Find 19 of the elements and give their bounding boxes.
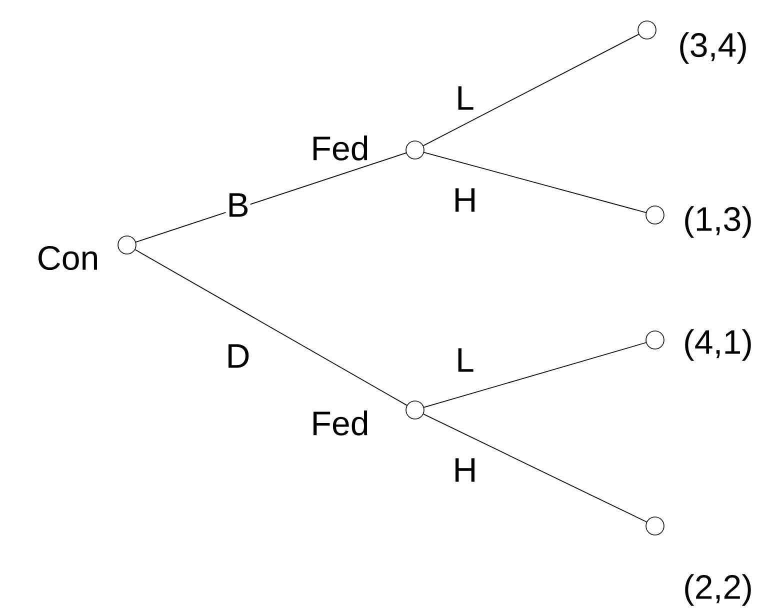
branch-line bbox=[134, 249, 408, 406]
branch-line bbox=[424, 342, 646, 408]
edge-label: H bbox=[452, 187, 478, 213]
branch-line bbox=[135, 152, 407, 242]
node-label: (3,4) bbox=[680, 32, 746, 64]
branch-line bbox=[423, 414, 647, 522]
node-label: Fed bbox=[314, 410, 368, 436]
branch-line bbox=[424, 152, 646, 213]
edge-label: B bbox=[226, 192, 250, 218]
node-label: (4,1) bbox=[685, 329, 751, 361]
edge-label: L bbox=[454, 347, 476, 373]
branch-line bbox=[422, 34, 640, 146]
edge-label: H bbox=[452, 457, 478, 483]
edge-label: L bbox=[454, 85, 476, 111]
node-label: (2,2) bbox=[685, 574, 751, 606]
edge-label: D bbox=[224, 343, 252, 369]
node-label: (1,3) bbox=[685, 206, 751, 238]
node-label: Con bbox=[38, 246, 97, 270]
node-label: Fed bbox=[314, 136, 368, 160]
